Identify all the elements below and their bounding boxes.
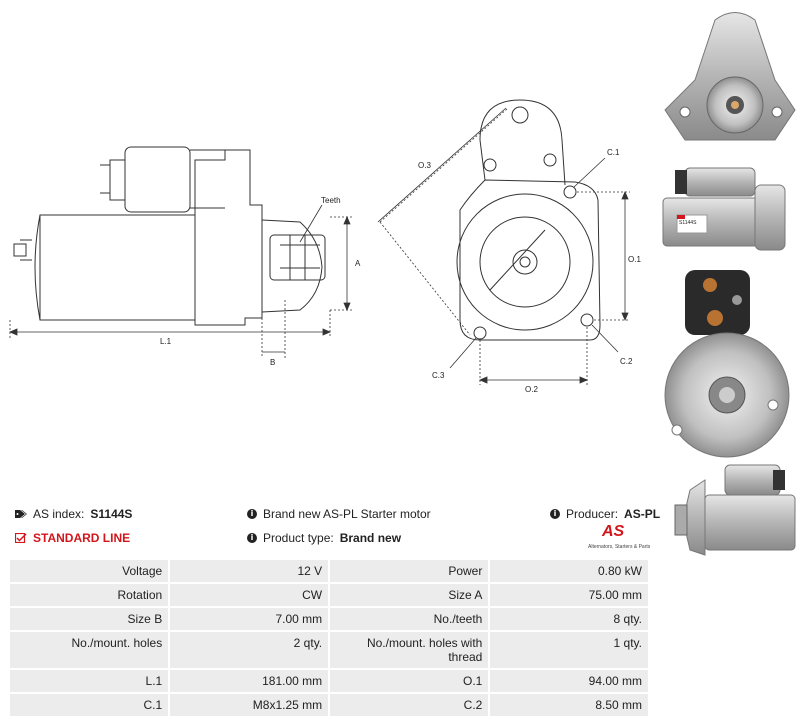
spec-value: M8x1.25 mm xyxy=(170,694,329,716)
spec-value: 2 qty. xyxy=(170,632,329,668)
spec-value: 12 V xyxy=(170,560,329,582)
info-icon: i xyxy=(247,533,257,543)
label-l1: L.1 xyxy=(160,337,172,346)
table-row: C.1 M8x1.25 mm C.2 8.50 mm xyxy=(10,694,648,716)
product-type-value: Brand new xyxy=(339,531,402,545)
product-photos: S1144S xyxy=(662,12,796,556)
info-icon: i xyxy=(550,509,560,519)
label-c1: C.1 xyxy=(607,148,620,157)
label-b: B xyxy=(270,358,275,367)
spec-value: 8 qty. xyxy=(490,608,648,630)
front-view-dimensions xyxy=(377,107,630,385)
as-index-row: AS index: S1144S xyxy=(15,507,132,521)
spec-value: 0.80 kW xyxy=(490,560,648,582)
spec-label: Size B xyxy=(10,608,169,630)
spec-label: O.1 xyxy=(330,670,489,692)
spec-label: Voltage xyxy=(10,560,169,582)
spec-label: No./mount. holes with thread xyxy=(330,632,489,668)
photo-front-flange xyxy=(664,12,796,141)
checkbox-check-icon xyxy=(15,533,27,543)
spec-label: L.1 xyxy=(10,670,169,692)
producer-row: i Producer: AS-PL xyxy=(550,507,660,521)
table-row: Rotation CW Size A 75.00 mm xyxy=(10,584,648,606)
spec-label: Power xyxy=(330,560,489,582)
tags-icon xyxy=(15,510,27,518)
spec-value: 94.00 mm xyxy=(490,670,648,692)
spec-value: 7.00 mm xyxy=(170,608,329,630)
front-view xyxy=(456,99,601,341)
producer-label: Producer: xyxy=(566,507,619,521)
side-view-dimensions xyxy=(8,204,352,358)
side-view xyxy=(13,146,326,326)
photo-side-labeled: S1144S xyxy=(662,167,786,251)
product-type-row: i Product type: Brand new xyxy=(247,531,401,545)
label-a: A xyxy=(355,259,361,268)
as-index-label: AS index: xyxy=(33,507,85,521)
line-row: STANDARD LINE xyxy=(15,531,130,545)
logo-tagline: Alternators, Starters & Parts xyxy=(588,544,651,550)
table-row: L.1 181.00 mm O.1 94.00 mm xyxy=(10,670,648,692)
photo-label-text: S1144S xyxy=(679,220,697,226)
product-type-label: Product type: xyxy=(263,531,334,545)
label-teeth: Teeth xyxy=(321,196,341,205)
label-c2: C.2 xyxy=(620,357,633,366)
info-icon: i xyxy=(247,509,257,519)
photo-rear-terminals xyxy=(664,270,790,458)
table-row: No./mount. holes 2 qty. No./mount. holes… xyxy=(10,632,648,668)
label-o2: O.2 xyxy=(525,385,538,394)
producer-value: AS-PL xyxy=(624,507,661,521)
label-o1: O.1 xyxy=(628,255,641,264)
standard-line: STANDARD LINE xyxy=(33,531,131,545)
description-row: i Brand new AS-PL Starter motor xyxy=(247,507,431,521)
spec-value: 75.00 mm xyxy=(490,584,648,606)
photo-side xyxy=(674,464,796,556)
description: Brand new AS-PL Starter motor xyxy=(263,507,431,521)
spec-label: No./teeth xyxy=(330,608,489,630)
spec-label: C.2 xyxy=(330,694,489,716)
as-pl-logo: AS Alternators, Starters & Parts xyxy=(588,523,650,553)
table-row: Voltage 12 V Power 0.80 kW xyxy=(10,560,648,582)
technical-drawing: Teeth A B L.1 xyxy=(8,99,641,394)
spec-label: Rotation xyxy=(10,584,169,606)
label-o3: O.3 xyxy=(418,161,431,170)
spec-label: Size A xyxy=(330,584,489,606)
spec-value: 181.00 mm xyxy=(170,670,329,692)
spec-value: 1 qty. xyxy=(490,632,648,668)
spec-label: No./mount. holes xyxy=(10,632,169,668)
table-row: Size B 7.00 mm No./teeth 8 qty. xyxy=(10,608,648,630)
as-index-value: S1144S xyxy=(90,507,133,521)
spec-value: CW xyxy=(170,584,329,606)
spec-table: Voltage 12 V Power 0.80 kW Rotation CW S… xyxy=(8,558,650,718)
product-info: AS index: S1144S STANDARD LINE i Brand n… xyxy=(15,505,660,555)
label-c3: C.3 xyxy=(432,371,445,380)
logo-mark: AS xyxy=(602,523,625,540)
spec-value: 8.50 mm xyxy=(490,694,648,716)
spec-label: C.1 xyxy=(10,694,169,716)
